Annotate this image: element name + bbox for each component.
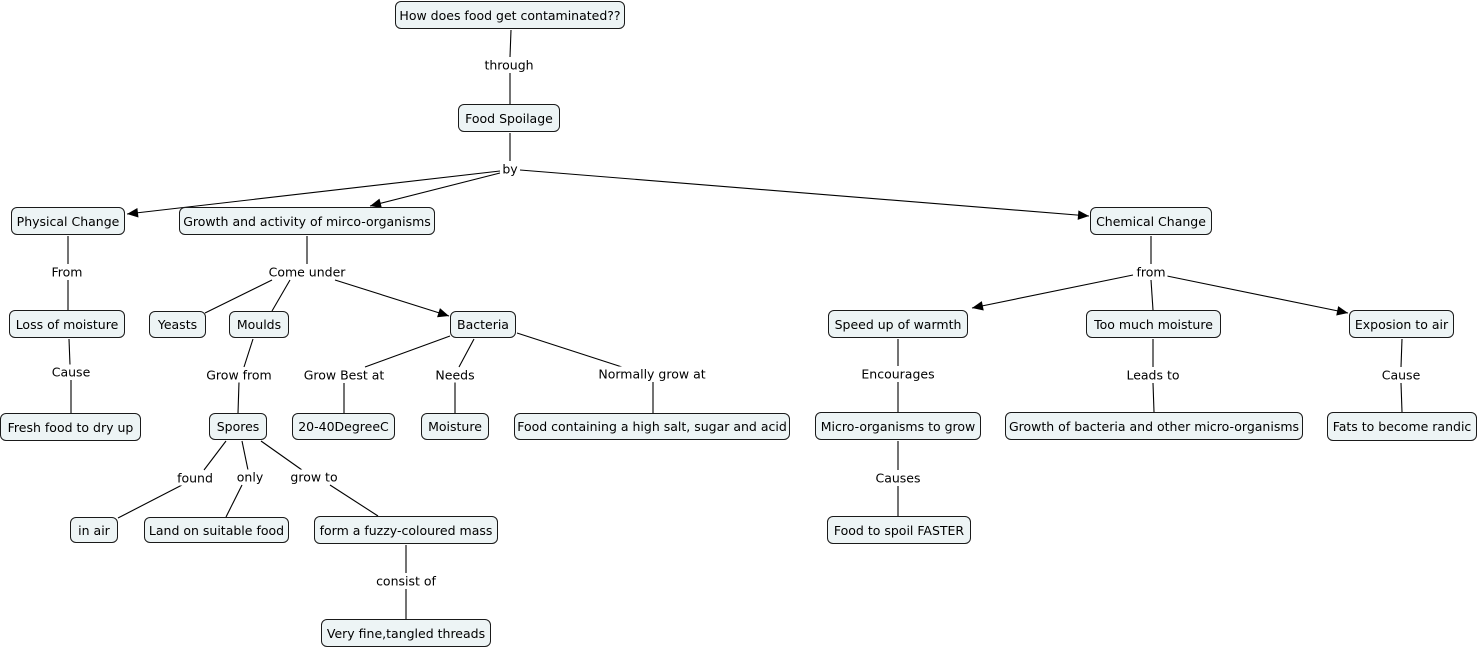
link-found: found	[175, 470, 215, 486]
node-loss-of-moisture[interactable]: Loss of moisture	[9, 310, 125, 338]
link-by: by	[500, 161, 520, 177]
arrowhead	[972, 301, 984, 311]
edge-from-warmth	[971, 274, 1134, 311]
edge-growto-fuzzy	[329, 484, 379, 517]
node-fats-randic[interactable]: Fats to become randic	[1327, 412, 1477, 441]
node-fuzzy-mass[interactable]: form a fuzzy-coloured mass	[314, 516, 498, 544]
edge-exposion-cause	[1400, 338, 1403, 368]
node-question[interactable]: How does food get contaminated??	[395, 1, 625, 29]
link-cause-physical: Cause	[49, 364, 93, 380]
edge-comeunder-bacteria	[334, 279, 450, 318]
node-speed-up-warmth[interactable]: Speed up of warmth	[828, 310, 968, 338]
node-fresh-food-dry[interactable]: Fresh food to dry up	[0, 413, 141, 441]
edge-moulds-growfrom	[243, 338, 254, 368]
edge-growfrom-spores	[237, 381, 240, 414]
node-spores[interactable]: Spores	[209, 413, 267, 440]
node-spoil-faster[interactable]: Food to spoil FASTER	[827, 516, 971, 544]
node-moisture[interactable]: Moisture	[421, 413, 489, 440]
node-physical-change[interactable]: Physical Change	[11, 207, 125, 235]
node-fine-threads[interactable]: Very fine,tangled threads	[321, 619, 491, 647]
link-grow-best-at: Grow Best at	[301, 367, 387, 383]
edge-comeunder-moulds	[271, 279, 291, 312]
node-bacteria[interactable]: Bacteria	[450, 311, 516, 338]
arrowhead	[127, 207, 139, 218]
link-normally-grow-at: Normally grow at	[596, 366, 708, 382]
edge-by-physical	[126, 170, 501, 218]
arrowhead	[370, 198, 382, 208]
edge-only-land	[225, 484, 243, 518]
link-consist-of: consist of	[374, 573, 438, 589]
edge-from-exposion	[1166, 275, 1349, 316]
arrowhead	[1077, 210, 1089, 220]
edge-from-moisture	[1150, 279, 1154, 311]
edge-by-chemical	[519, 169, 1090, 220]
node-micro-organisms-grow[interactable]: Micro-organisms to grow	[815, 412, 981, 440]
edge-comeunder-yeasts	[204, 279, 273, 314]
node-land-on-food[interactable]: Land on suitable food	[144, 517, 289, 543]
edge-by-growth	[369, 172, 501, 208]
node-food-spoilage[interactable]: Food Spoilage	[458, 104, 560, 132]
edge-bacteria-normally	[516, 332, 623, 368]
arrowhead	[437, 308, 449, 318]
node-high-salt-food[interactable]: Food containing a high salt, sugar and a…	[514, 413, 790, 440]
arrowhead	[1336, 306, 1348, 316]
edge-found-inair	[117, 484, 183, 519]
link-only: only	[234, 469, 266, 485]
link-from-chemical: from	[1134, 264, 1168, 280]
node-growth-bacteria[interactable]: Growth of bacteria and other micro-organ…	[1005, 412, 1303, 440]
edge-question-through	[509, 29, 512, 58]
edge-bacteria-growbest	[364, 335, 451, 368]
link-encourages: Encourages	[859, 366, 937, 382]
link-cause-chemical: Cause	[1379, 367, 1423, 383]
edge-cause-fats	[1400, 382, 1403, 413]
node-moulds[interactable]: Moulds	[229, 311, 289, 338]
node-too-much-moisture[interactable]: Too much moisture	[1086, 310, 1221, 338]
edge-spores-found	[203, 440, 227, 471]
node-growth-micro-organisms[interactable]: Growth and activity of mirco-organisms	[179, 207, 435, 235]
node-chemical-change[interactable]: Chemical Change	[1090, 207, 1212, 235]
link-come-under: Come under	[266, 264, 348, 280]
node-yeasts[interactable]: Yeasts	[149, 311, 206, 338]
link-through: through	[482, 57, 536, 73]
edge-loss-cause	[68, 338, 71, 366]
link-needs: Needs	[433, 367, 477, 383]
node-in-air[interactable]: in air	[70, 517, 118, 543]
edge-spores-only	[241, 440, 249, 471]
link-leads-to: Leads to	[1124, 367, 1182, 383]
link-causes: Causes	[873, 470, 923, 486]
edge-bacteria-needs	[458, 338, 475, 368]
node-temp-range[interactable]: 20-40DegreeC	[292, 413, 395, 440]
edge-spores-growto	[260, 440, 303, 471]
link-from-physical: From	[49, 264, 85, 280]
link-grow-to: grow to	[288, 469, 340, 485]
edge-leadsto-growth	[1152, 382, 1155, 413]
link-grow-from: Grow from	[204, 367, 274, 383]
node-exposion-to-air[interactable]: Exposion to air	[1349, 310, 1454, 338]
